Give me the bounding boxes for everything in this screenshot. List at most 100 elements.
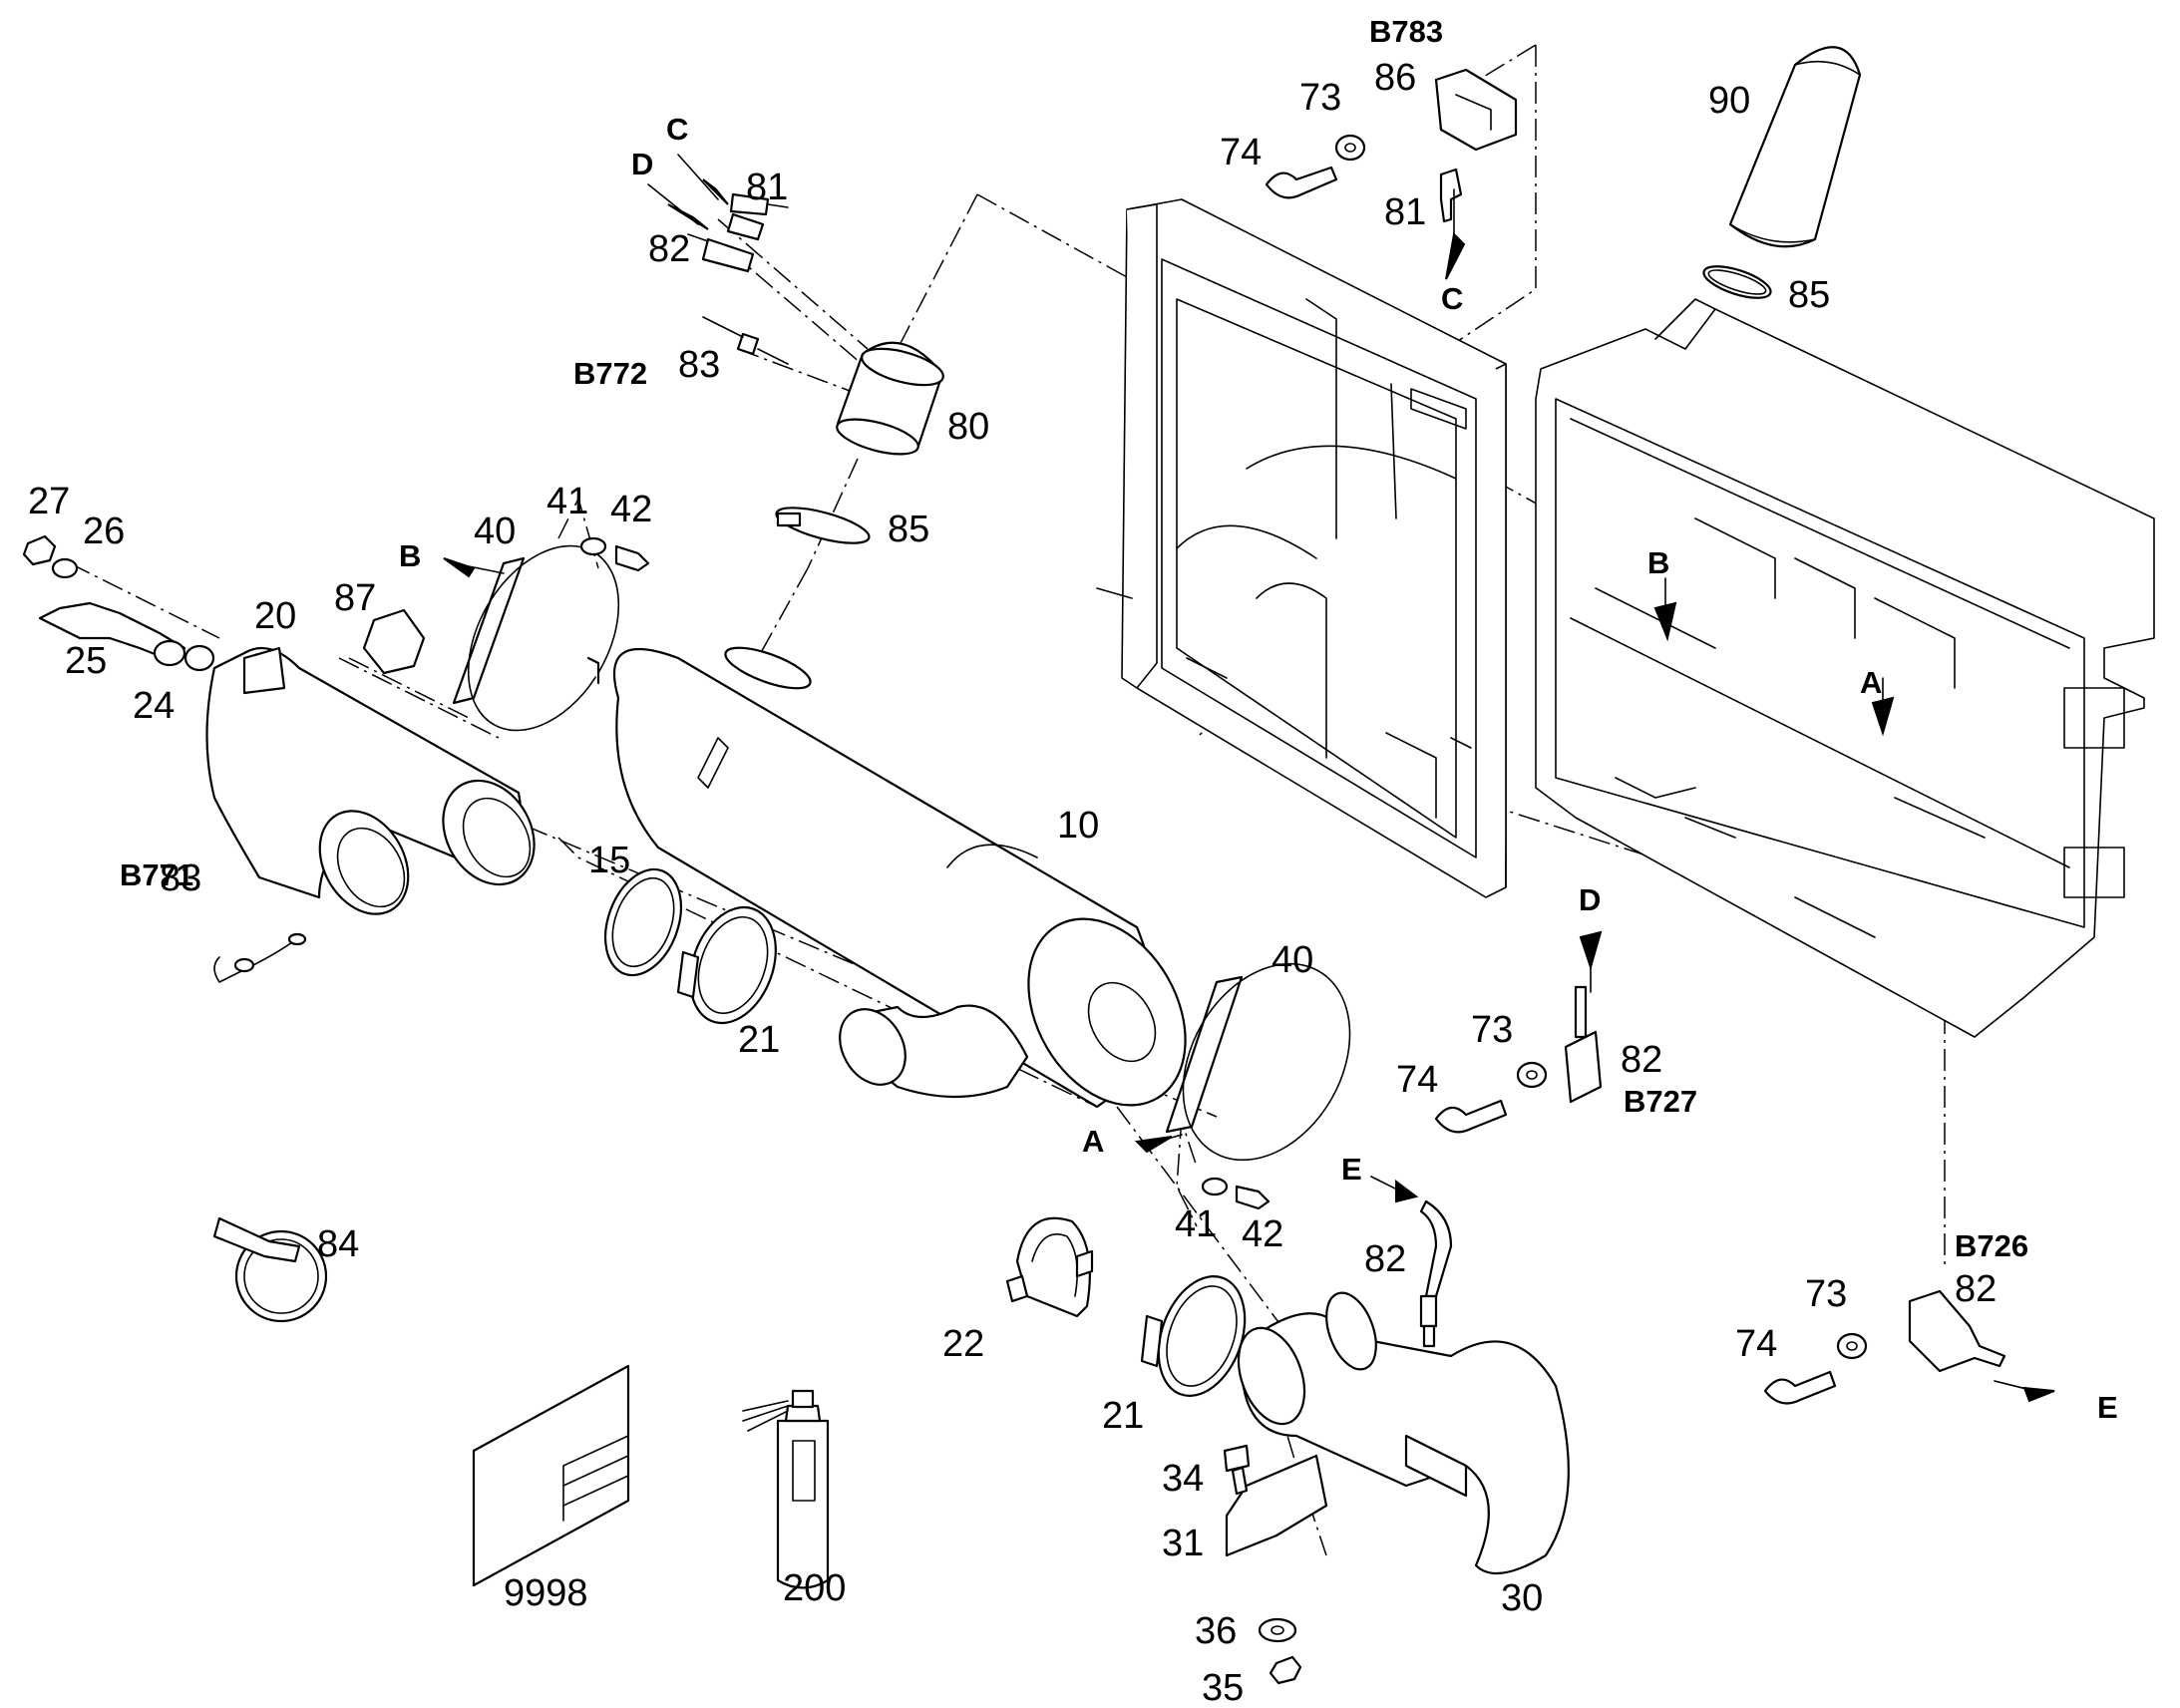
v-clamp-21-upper [676, 905, 777, 1025]
ref-b727: B727 [1624, 1084, 1697, 1119]
clamp-band-inlet [775, 507, 871, 544]
label-82-outlet: 82 [1364, 1238, 1406, 1280]
bolt-74-lower [1763, 1370, 1837, 1405]
label-34: 34 [1162, 1458, 1204, 1500]
label-90: 90 [1708, 80, 1750, 122]
sensor-82-left-group [687, 233, 755, 273]
connector-arrows [443, 154, 2055, 1403]
label-85-stack: 85 [1788, 274, 1830, 316]
connector-e-right: E [2097, 1390, 2118, 1425]
inlet-elbow [205, 646, 536, 915]
label-41-upper: 41 [546, 481, 588, 522]
reference-labels: B783 B772 B771 B727 B726 [120, 14, 2028, 1263]
label-40-lower: 40 [1272, 939, 1313, 981]
label-35: 35 [1202, 1667, 1244, 1708]
label-81-left: 81 [746, 167, 788, 208]
outlet-pipe-30 [1237, 1291, 1570, 1575]
label-81-top: 81 [1384, 191, 1426, 233]
connector-c-left: C [666, 112, 688, 147]
washer-26 [51, 557, 79, 579]
connector-a-right: A [1860, 665, 1882, 700]
bracket-22 [1005, 1216, 1094, 1318]
label-80: 80 [947, 406, 989, 448]
label-42-upper: 42 [610, 489, 652, 530]
ref-b726: B726 [1955, 1228, 2028, 1263]
controller-82-b727 [1564, 985, 1603, 1104]
inlet-tube [836, 341, 944, 456]
label-73-mid: 73 [1471, 1009, 1513, 1051]
label-42-lower: 42 [1242, 1213, 1283, 1255]
label-82-b727: 82 [1621, 1039, 1662, 1081]
sensor-81 [726, 212, 765, 241]
stack-pipe [1728, 46, 1862, 248]
fitting-87 [362, 608, 426, 675]
label-card-9998 [472, 1364, 630, 1587]
connector-81-top [1439, 168, 1463, 223]
bolt-42-top [614, 544, 650, 572]
gasket-15 [604, 867, 682, 977]
sensor-83-lower [213, 932, 307, 983]
label-26: 26 [83, 511, 125, 552]
washer-41-top [579, 536, 607, 556]
label-74-lower: 74 [1735, 1323, 1777, 1365]
label-40-upper: 40 [474, 511, 516, 552]
ref-b772: B772 [573, 356, 647, 391]
label-9998: 9998 [504, 1572, 588, 1614]
sensor-82-upper-left [729, 192, 789, 216]
controller-86 [1434, 68, 1518, 152]
label-84: 84 [317, 1223, 359, 1265]
ref-b771: B771 [120, 857, 193, 892]
label-24: 24 [133, 685, 175, 727]
sensor-83-upper [702, 316, 789, 365]
label-74-mid: 74 [1396, 1059, 1438, 1101]
connector-d-left: D [631, 147, 653, 181]
label-83-lower: 83 [160, 857, 201, 899]
label-82-left: 82 [648, 228, 690, 270]
clip-24 [183, 644, 215, 672]
nut-35 [1269, 1655, 1302, 1685]
washer-73-top [1334, 134, 1366, 162]
label-41-lower: 41 [1175, 1203, 1217, 1245]
washer-41-bottom [1201, 1177, 1229, 1196]
nut-27 [22, 534, 57, 566]
label-10: 10 [1057, 805, 1099, 847]
ref-b783: B783 [1369, 14, 1443, 49]
part-number-labels: 10 15 20 21 21 22 24 25 26 27 30 31 34 3… [28, 57, 1997, 1708]
clamp-band-upper [1702, 265, 1772, 299]
label-200: 200 [783, 1567, 846, 1609]
label-73-top: 73 [1299, 77, 1341, 119]
label-15: 15 [588, 840, 630, 881]
washer-73-lower [1836, 1332, 1868, 1360]
label-27: 27 [28, 481, 70, 522]
label-87: 87 [334, 577, 376, 619]
controller-82-b726 [1908, 1289, 2006, 1373]
connector-b-right: B [1647, 545, 1669, 580]
connector-letters: A A B B C C D D E E [399, 112, 2118, 1425]
sensor-25 [38, 601, 186, 667]
label-83-upper: 83 [678, 344, 720, 386]
frame-left-panel [1096, 198, 1507, 898]
frame-rear-panel [1535, 298, 2155, 1038]
label-86: 86 [1374, 57, 1416, 99]
label-85-inlet: 85 [888, 509, 929, 550]
label-82-b726: 82 [1955, 1268, 1997, 1310]
washer-36 [1258, 1617, 1297, 1643]
bolt-74-mid [1434, 1099, 1508, 1134]
connector-d-right: D [1579, 882, 1601, 917]
connector-b-left: B [399, 538, 421, 573]
bolt-42-bottom [1235, 1185, 1271, 1210]
connector-e-left: E [1341, 1152, 1362, 1187]
connector-a-left: A [1082, 1124, 1104, 1159]
bracket-31 [1225, 1454, 1328, 1557]
label-20: 20 [254, 595, 296, 637]
bolt-74-top [1265, 166, 1338, 199]
label-21-lower: 21 [1102, 1395, 1144, 1437]
label-22: 22 [942, 1323, 984, 1365]
bolt-34 [1223, 1444, 1251, 1496]
label-73-lower: 73 [1805, 1273, 1847, 1315]
cable-tie-84 [212, 1216, 328, 1323]
v-clamp-21-lower [1140, 1275, 1247, 1397]
label-74-top: 74 [1220, 132, 1262, 173]
connector-c-top: C [1441, 281, 1463, 316]
